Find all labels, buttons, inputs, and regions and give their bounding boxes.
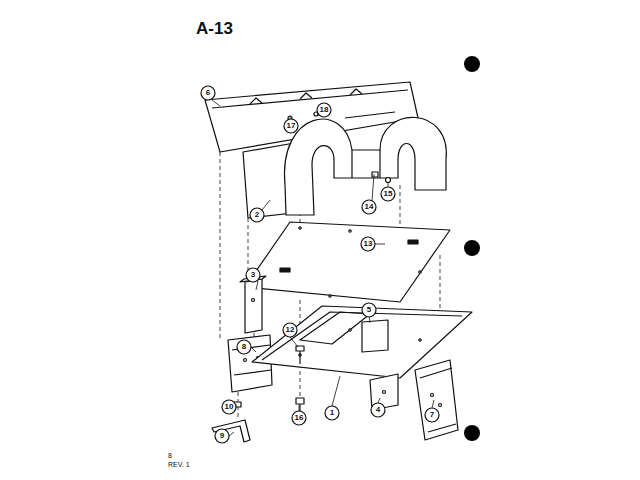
callout-number: 5 bbox=[367, 306, 371, 314]
callout-circle bbox=[325, 406, 339, 420]
bracket bbox=[362, 320, 388, 352]
callout-number: 12 bbox=[286, 326, 295, 334]
callout-circle bbox=[381, 187, 395, 201]
stud bbox=[234, 346, 304, 412]
callout-circle bbox=[317, 103, 331, 117]
leader-line bbox=[212, 100, 434, 436]
callout-number: 17 bbox=[287, 122, 296, 130]
callout-circle bbox=[371, 403, 385, 417]
callout-circle bbox=[284, 119, 298, 133]
callout-number: 4 bbox=[376, 406, 380, 414]
cover-plate bbox=[245, 222, 450, 302]
air-duct bbox=[243, 112, 446, 218]
callout-circle bbox=[237, 340, 251, 354]
callout-circle bbox=[283, 323, 297, 337]
callout-circle bbox=[292, 411, 306, 425]
callout-number: 6 bbox=[206, 89, 210, 97]
clip bbox=[212, 420, 250, 442]
callout-number: 13 bbox=[364, 240, 373, 248]
callout-circle bbox=[250, 208, 264, 222]
punch-hole bbox=[464, 425, 480, 441]
callout-number: 8 bbox=[242, 343, 246, 351]
callout-number: 16 bbox=[295, 414, 304, 422]
callout-circle bbox=[362, 303, 376, 317]
punch-hole bbox=[464, 240, 480, 256]
callout-circle bbox=[246, 268, 260, 282]
punch-hole bbox=[464, 56, 480, 72]
callout-number: 15 bbox=[384, 190, 393, 198]
sheet-title: A-13 bbox=[196, 20, 233, 37]
callout-number: 18 bbox=[320, 106, 329, 114]
callout-circle bbox=[361, 237, 375, 251]
callout-circle bbox=[362, 200, 376, 214]
callout-number: 10 bbox=[225, 403, 234, 411]
callout-number: 3 bbox=[251, 271, 255, 279]
callout-number: 7 bbox=[430, 411, 434, 419]
screw bbox=[372, 172, 391, 183]
callout-number: 9 bbox=[220, 432, 224, 440]
callout-circle bbox=[215, 429, 229, 443]
bracket bbox=[240, 276, 266, 333]
callout-circle bbox=[201, 86, 215, 100]
revision-note: REV. 1 bbox=[168, 461, 190, 468]
callout-number: 1 bbox=[330, 409, 334, 417]
side-rail bbox=[415, 360, 458, 440]
revision-note: 8 bbox=[168, 452, 172, 459]
callout-number: 14 bbox=[365, 203, 374, 211]
callout-number: 2 bbox=[255, 211, 259, 219]
callout-circle bbox=[222, 400, 236, 414]
callout-circle bbox=[425, 408, 439, 422]
